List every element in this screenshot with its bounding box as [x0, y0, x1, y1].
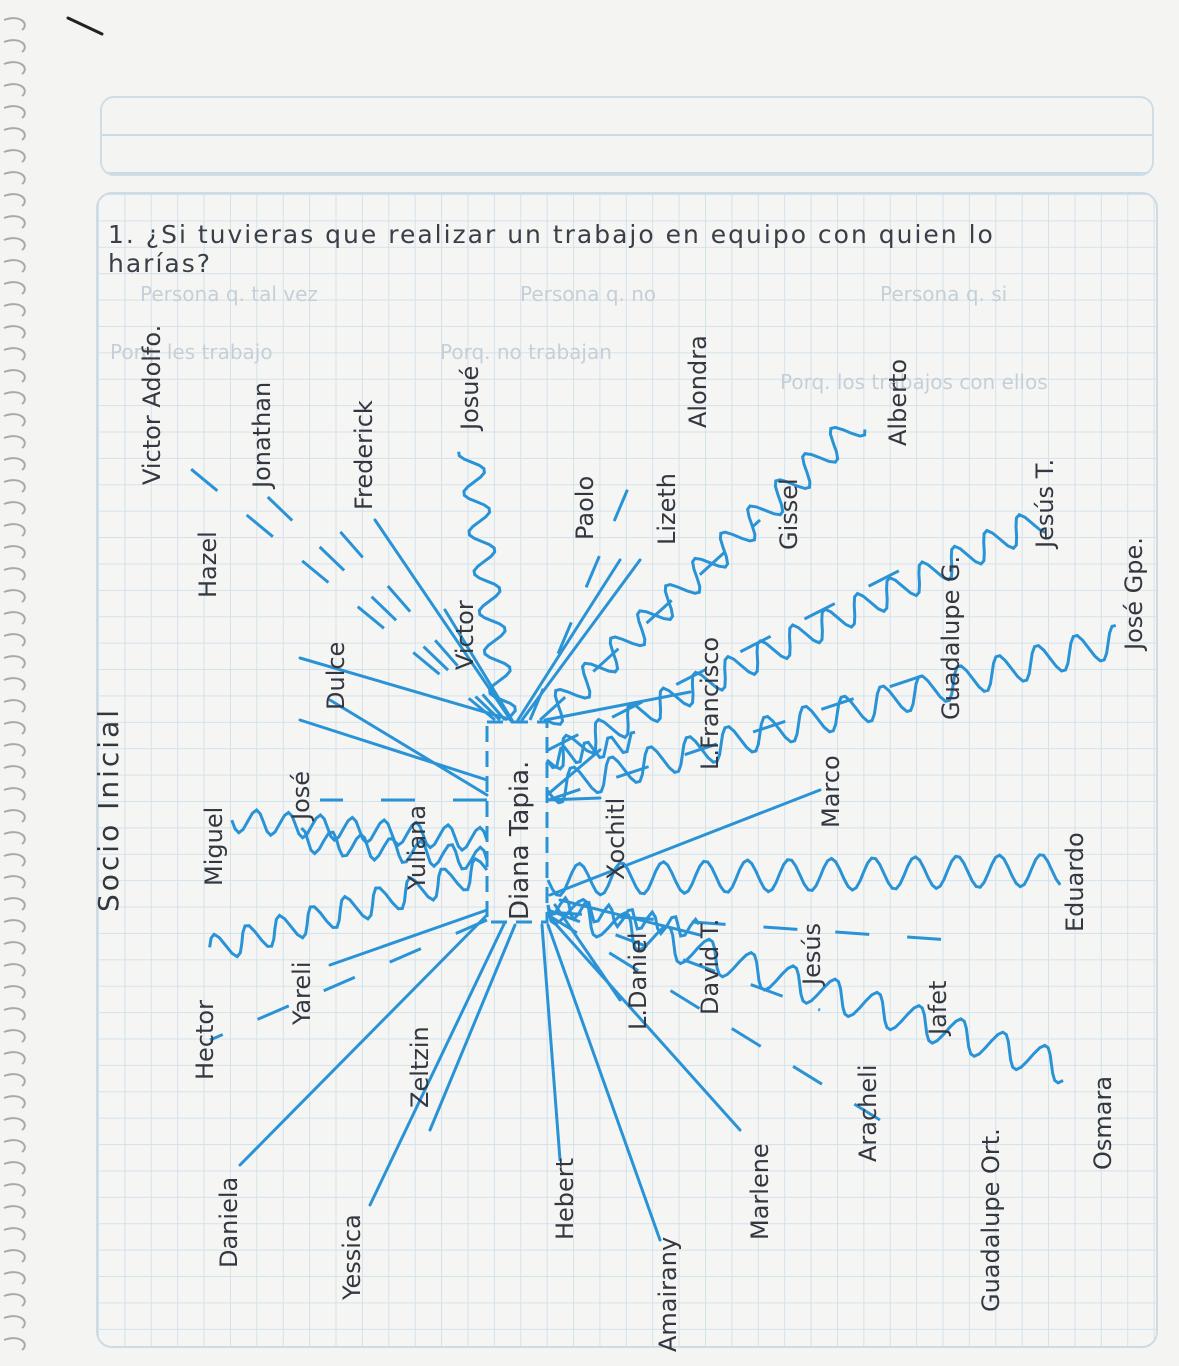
name-label: Josué [456, 366, 484, 432]
dashed-link [250, 480, 500, 720]
center-name: Diana Tapia. [505, 761, 535, 920]
name-label: Paolo [571, 476, 599, 540]
dashed-link [540, 520, 760, 720]
name-label: Yareli [288, 961, 316, 1026]
dashed-link [548, 670, 940, 800]
name-label: Osmara [1089, 1076, 1117, 1170]
name-label: Jonathan [248, 382, 276, 490]
name-label: Marlene [746, 1143, 774, 1240]
name-label: Yuliana [403, 805, 431, 891]
solid-link [430, 925, 515, 1130]
name-label: Yessica [338, 1214, 366, 1301]
name-label: Victor Adolfo. [138, 325, 166, 485]
name-label: Guadalupe Ort. [977, 1128, 1005, 1312]
name-label: Xochitl [602, 798, 630, 880]
sociogram-title: Socio Inicial [92, 707, 125, 912]
name-label: Gissel [775, 478, 803, 550]
connection-lines [180, 427, 1116, 1240]
name-label: Zeltzin [406, 1026, 434, 1108]
name-label: L.Francisco [696, 637, 724, 770]
name-label: David T. [696, 919, 724, 1015]
solid-link [518, 560, 620, 720]
name-label: Hector [191, 1000, 219, 1080]
name-label: Lizeth [653, 473, 681, 545]
name-label: Guadalupe G. [937, 556, 965, 720]
name-labels: Victor Adolfo. Jonathan Frederick Josué Alon… [138, 325, 1148, 1352]
solid-link [330, 700, 487, 795]
solid-link [542, 925, 560, 1160]
dashed-link [210, 920, 487, 1040]
name-label: Marco [817, 755, 845, 828]
name-label: José Gpe. [1120, 537, 1148, 652]
name-label: José [287, 771, 315, 822]
name-label: Victor [451, 600, 479, 670]
name-label: Frederick [350, 400, 378, 510]
name-label: Amairany [654, 1237, 682, 1352]
name-label: Miguel [200, 807, 228, 886]
wavy-link [210, 859, 487, 957]
name-label: Jesús T. [1031, 459, 1059, 550]
name-label: Dulce [322, 642, 350, 710]
name-label: L.Daniel [624, 933, 652, 1031]
name-label: Jesús [798, 923, 826, 987]
name-label: Alberto [884, 359, 912, 446]
solid-link [300, 720, 487, 780]
name-label: Eduardo [1061, 832, 1089, 932]
name-label: Hebert [551, 1158, 579, 1240]
name-label: Alondra [684, 335, 712, 428]
name-label: Hazel [194, 531, 222, 598]
name-label: Daniela [215, 1177, 243, 1268]
name-label: Aracheli [854, 1065, 882, 1163]
name-label: Jafet [924, 981, 952, 1037]
